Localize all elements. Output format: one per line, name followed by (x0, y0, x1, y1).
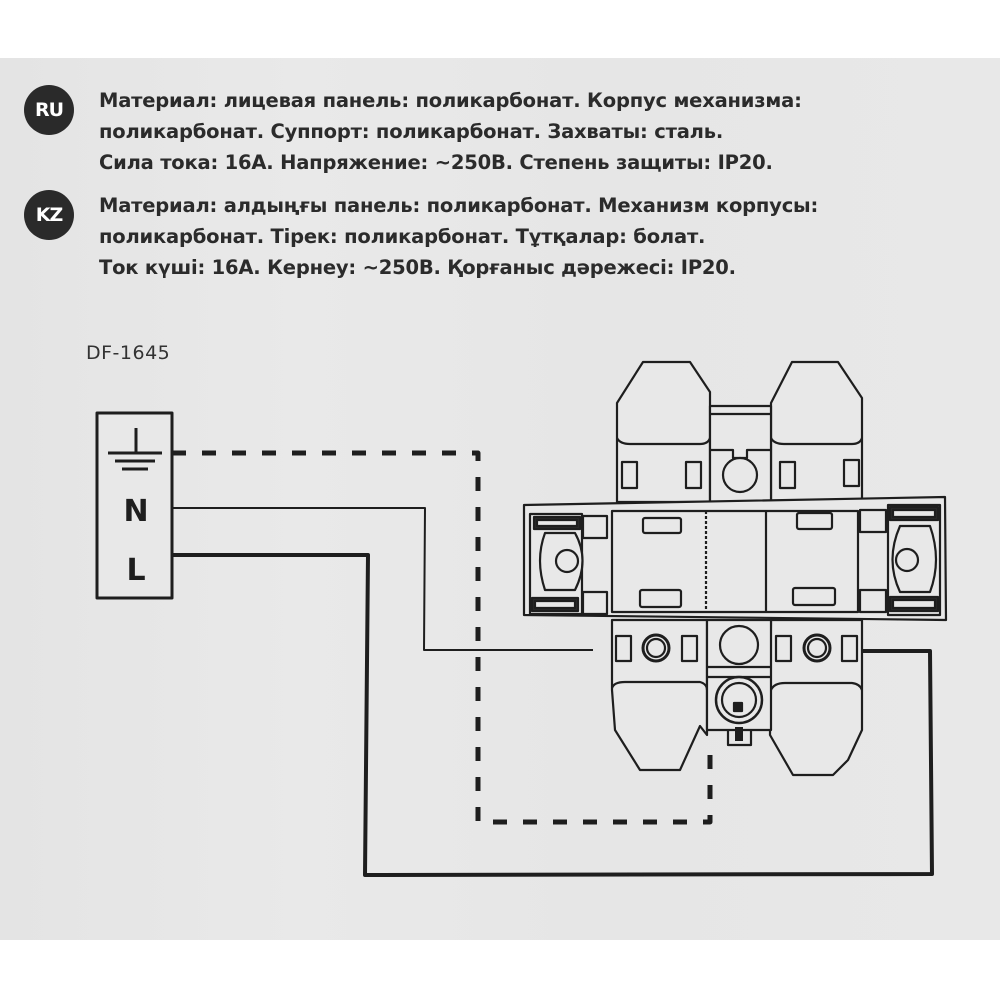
lang-badge-ru: RU (24, 85, 74, 135)
spec-line: Сила тока: 16А. Напряжение: ~250В. Степе… (99, 151, 773, 174)
terminal-label-n: N (123, 494, 148, 529)
earth-wire (172, 450, 713, 825)
model-number: DF-1645 (86, 342, 171, 364)
spec-line: Материал: лицевая панель: поликарбонат. … (99, 89, 802, 112)
spec-line: поликарбонат. Тірек: поликарбонат. Тұтқа… (99, 225, 706, 248)
spec-line: Ток күші: 16А. Кернеу: ~250В. Қорғаныс д… (99, 256, 736, 279)
terminal-label-l: L (126, 553, 145, 588)
lang-badge-kz: KZ (24, 190, 74, 240)
spec-line: поликарбонат. Суппорт: поликарбонат. Зах… (99, 120, 724, 143)
socket-mechanism (522, 360, 948, 777)
line-wire (172, 553, 934, 877)
spec-text-ru: Материал: лицевая панель: поликарбонат. … (99, 85, 802, 178)
spec-line: Материал: алдыңғы панель: поликарбонат. … (99, 194, 819, 217)
spec-text-kz: Материал: алдыңғы панель: поликарбонат. … (99, 190, 818, 283)
terminal-block: N L (95, 411, 174, 600)
earth-icon (108, 428, 162, 471)
neutral-wire (172, 507, 593, 651)
